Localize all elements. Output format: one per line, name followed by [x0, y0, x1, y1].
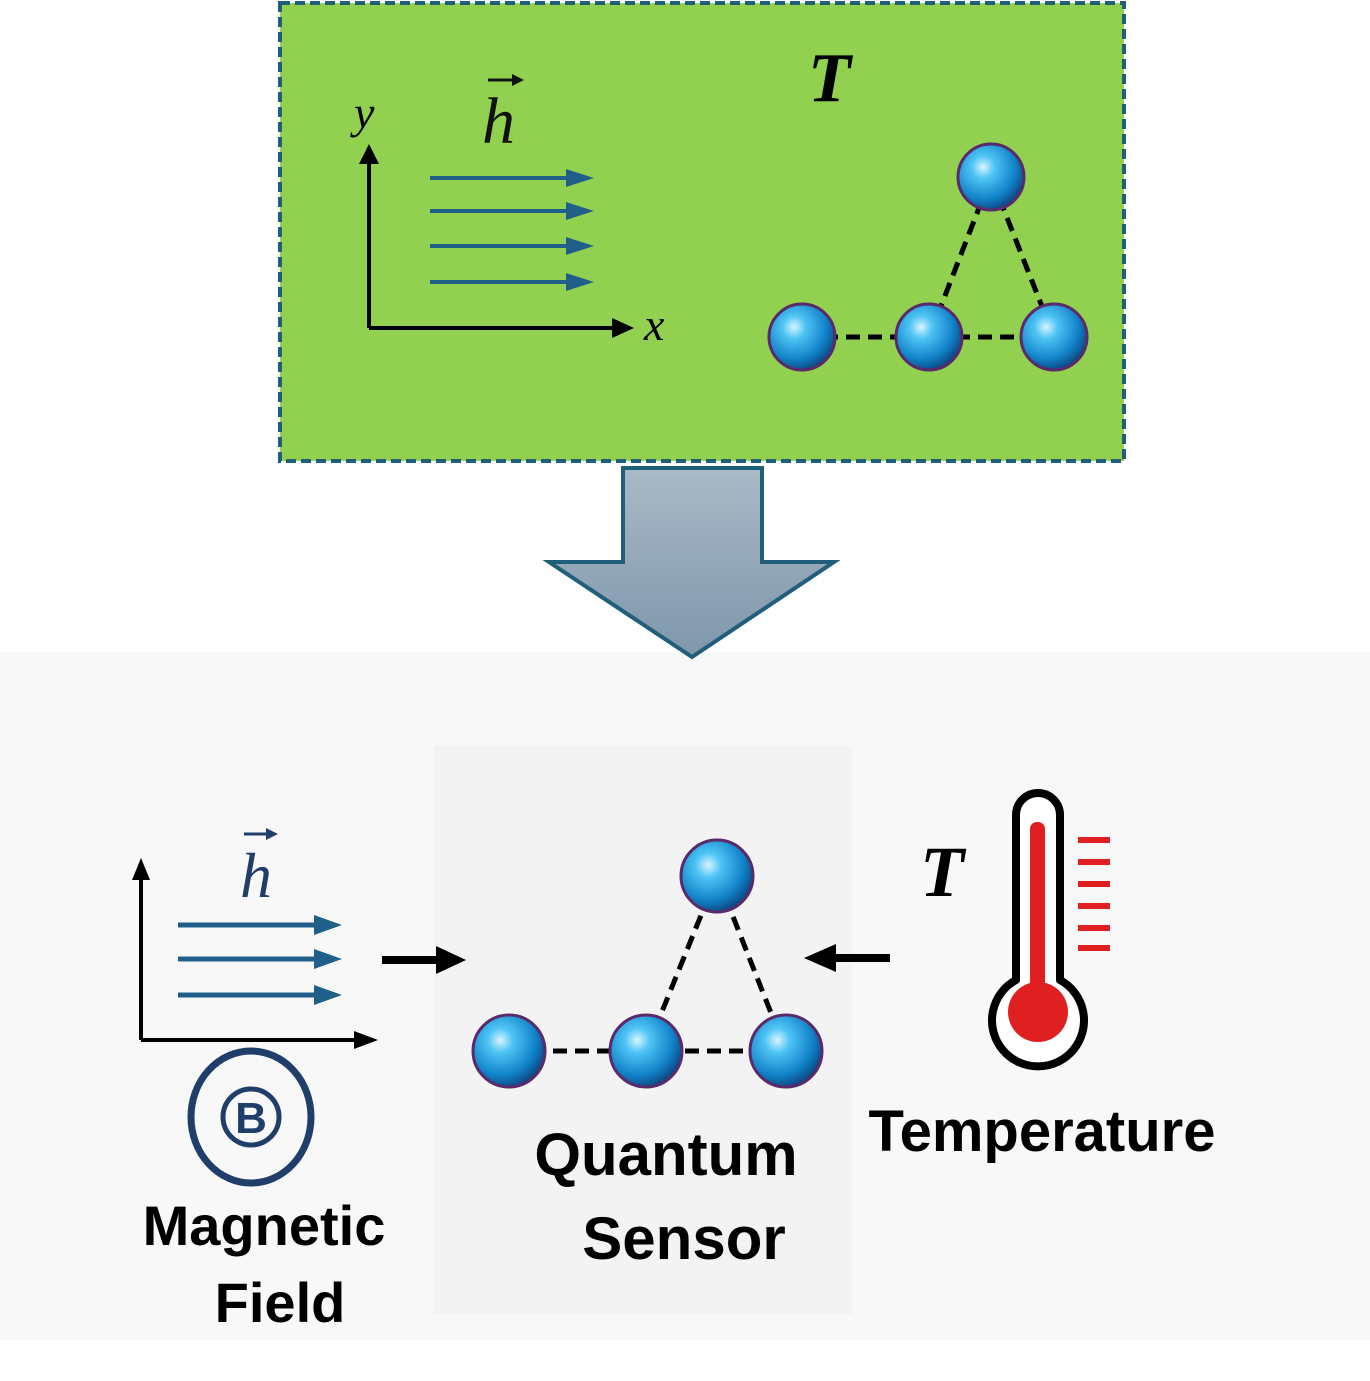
- vector-arrow-icon: [488, 74, 524, 86]
- spin-sphere: [471, 1013, 547, 1089]
- bottom-temperature-symbol: T: [920, 832, 967, 912]
- top-spin-lattice: [767, 142, 1089, 372]
- field-badge-letter: B: [235, 1094, 267, 1143]
- badge-inner-ring: [220, 1086, 282, 1148]
- spin-sphere: [679, 838, 755, 914]
- axis-x-label: x: [643, 299, 665, 350]
- bottom-axes: [132, 858, 378, 1049]
- temperature-symbol: T: [808, 40, 854, 117]
- bottom-field-symbol: h: [240, 840, 272, 911]
- spin-sphere: [894, 302, 964, 372]
- sensor-caption-line2: Sensor: [582, 1205, 785, 1272]
- temperature-input-arrow: [804, 944, 890, 972]
- spin-sphere: [767, 302, 837, 372]
- magnetic-field-badge-icon: [187, 1047, 315, 1187]
- field-input-arrow: [382, 946, 466, 974]
- bottom-field-arrows: [178, 915, 342, 1005]
- field-caption-line2: Field: [215, 1271, 346, 1334]
- top-panel: [278, 1, 1126, 463]
- spin-sphere: [748, 1013, 824, 1089]
- temperature-caption: Temperature: [868, 1099, 1215, 1164]
- vector-arrow-icon: [244, 828, 278, 840]
- field-caption-line1: Magnetic: [143, 1194, 386, 1257]
- top-field-arrows: [430, 169, 594, 291]
- spin-sphere: [608, 1013, 684, 1089]
- spin-sphere: [956, 142, 1026, 212]
- down-arrow-icon: [542, 466, 841, 660]
- axis-y-label: y: [350, 87, 375, 138]
- sensor-spin-lattice: [471, 838, 824, 1089]
- field-symbol: h: [482, 85, 515, 158]
- sensor-caption-line1: Quantum: [534, 1121, 797, 1188]
- top-axes: [359, 144, 634, 338]
- spin-sphere: [1019, 302, 1089, 372]
- thermometer-icon: [988, 789, 1110, 1071]
